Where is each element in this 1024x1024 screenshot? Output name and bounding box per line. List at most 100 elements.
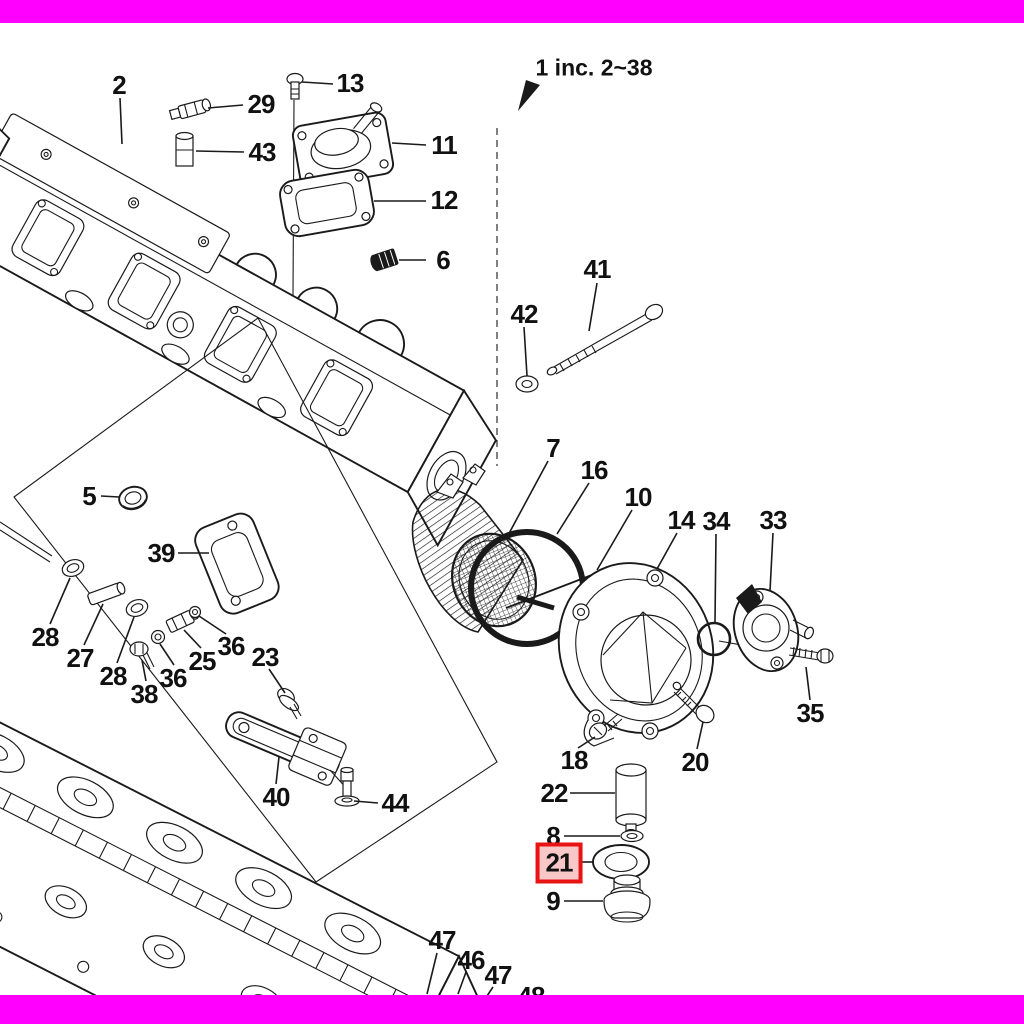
pin-43-drawing [175, 131, 194, 167]
leader-line-47b [486, 986, 494, 997]
part-callout-10[interactable]: 10 [624, 482, 653, 512]
pin-27-drawing [87, 581, 126, 606]
plug-6-drawing [370, 248, 399, 272]
sensor-29-drawing [168, 98, 212, 121]
part-callout-38[interactable]: 38 [130, 679, 159, 709]
top-frame-bar [0, 0, 1024, 23]
leader-line-18 [577, 736, 596, 749]
stud-pipe-drawing [0, 521, 53, 563]
bolt-20-drawing [672, 681, 715, 724]
flange-33-drawing [732, 584, 815, 673]
leader-line-34 [714, 533, 717, 623]
seal-5-drawing [118, 485, 148, 511]
part-callout-40[interactable]: 40 [262, 782, 291, 812]
leader-line-23 [268, 668, 286, 694]
bolt-23-drawing [277, 687, 302, 720]
part-callout-27[interactable]: 27 [66, 643, 95, 673]
leader-line-28b [116, 616, 135, 664]
leader-line-20 [696, 721, 704, 750]
part-callout-12[interactable]: 12 [430, 185, 459, 215]
exploded-plane-boundary [13, 317, 498, 883]
leader-line-11 [391, 142, 427, 146]
leader-line-27 [83, 603, 104, 646]
leader-line-16 [556, 482, 590, 535]
part-callout-14[interactable]: 14 [667, 505, 696, 535]
thermostat-housing-drawing [557, 562, 715, 747]
part-callout-7[interactable]: 7 [546, 433, 561, 463]
bolt-13-drawing [286, 72, 304, 100]
leader-line-42 [523, 326, 528, 377]
leader-line-13 [301, 81, 334, 85]
leader-line-36a [159, 643, 175, 666]
plug-9-drawing [603, 874, 651, 923]
leader-line-38 [141, 659, 147, 682]
part-callout-28a[interactable]: 28 [31, 622, 60, 652]
part-callout-46[interactable]: 46 [457, 945, 486, 975]
leader-line-29 [207, 104, 244, 109]
leader-line-43 [195, 150, 245, 153]
leader-line-44 [353, 800, 379, 804]
leader-line-33 [769, 532, 774, 592]
gasket-39-drawing [194, 512, 280, 615]
part-callout-39[interactable]: 39 [147, 538, 176, 568]
bolt-38-drawing [129, 641, 155, 670]
washer-36a-drawing [150, 629, 166, 645]
part-callout-25[interactable]: 25 [188, 646, 217, 676]
bottom-frame-bar [0, 995, 1024, 1024]
leader-line-36b [198, 615, 227, 635]
leader-line-10 [596, 509, 633, 571]
part-callout-33[interactable]: 33 [759, 505, 788, 535]
leader-line-2 [119, 97, 123, 145]
part-callout-5[interactable]: 5 [82, 481, 97, 511]
bracket-40-drawing [225, 711, 347, 786]
intake-manifold-drawing [0, 110, 497, 548]
part-callout-47a[interactable]: 47 [428, 925, 457, 955]
part-callout-28b[interactable]: 28 [99, 661, 128, 691]
part-callout-47b[interactable]: 47 [484, 960, 513, 990]
bolt-18-drawing [588, 713, 623, 740]
part-callout-13[interactable]: 13 [336, 68, 365, 98]
leader-line-40 [275, 756, 280, 785]
leader-line-7 [505, 460, 549, 540]
part-callout-21[interactable]: 21 [535, 842, 583, 884]
leader-line-35 [805, 666, 811, 701]
part-callout-34[interactable]: 34 [702, 506, 731, 536]
assembly-note: 1 inc. 2~38 [535, 54, 653, 81]
leader-line-25 [183, 629, 202, 649]
part-callout-42[interactable]: 42 [510, 299, 539, 329]
nut-28a-drawing [61, 558, 85, 578]
o-ring-34-drawing [696, 621, 732, 657]
leader-line-28a [49, 577, 71, 625]
part-callout-29[interactable]: 29 [247, 89, 276, 119]
part-callout-11[interactable]: 11 [431, 130, 457, 160]
nut-28b-drawing [125, 598, 149, 618]
part-callout-20[interactable]: 20 [681, 747, 710, 777]
part-callout-18[interactable]: 18 [560, 745, 589, 775]
part-callout-9[interactable]: 9 [546, 886, 561, 916]
rod-10-drawing [505, 572, 598, 611]
part-callout-23[interactable]: 23 [251, 642, 280, 672]
part-callout-43[interactable]: 43 [248, 137, 277, 167]
washer-36b-drawing [188, 605, 202, 619]
part-callout-36a[interactable]: 36 [159, 663, 188, 693]
part-callout-36b[interactable]: 36 [217, 631, 246, 661]
part-callout-6[interactable]: 6 [436, 245, 451, 275]
part-callout-22[interactable]: 22 [540, 778, 569, 808]
part-callout-41[interactable]: 41 [583, 254, 612, 284]
leader-line-5 [100, 495, 120, 498]
part-callout-16[interactable]: 16 [580, 455, 609, 485]
part-callout-44[interactable]: 44 [381, 788, 410, 818]
leader-line-47a [426, 952, 438, 995]
part-callout-2[interactable]: 2 [112, 70, 127, 100]
assembly-note-arrow-icon [518, 80, 540, 111]
bolt-35-drawing [788, 646, 834, 664]
leader-line-41 [588, 282, 598, 332]
leader-line-14 [656, 532, 678, 570]
leader-lines [49, 81, 811, 1003]
leader-line-46 [457, 971, 467, 995]
bolt-41-drawing [546, 303, 664, 376]
gasket-12-drawing [279, 168, 375, 238]
part-callout-35[interactable]: 35 [796, 698, 825, 728]
